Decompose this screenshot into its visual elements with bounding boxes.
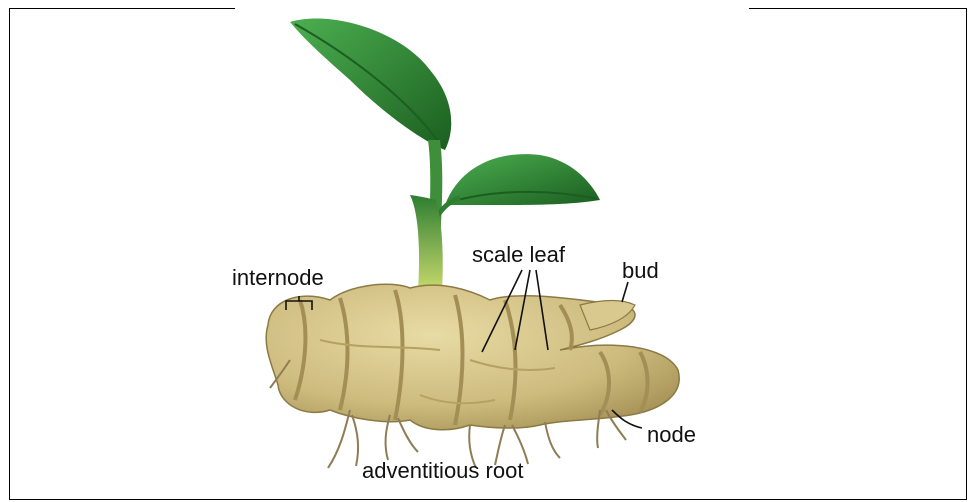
bud-pointer <box>622 282 628 302</box>
stem-sheath <box>410 195 443 290</box>
label-scale-leaf: scale leaf <box>472 242 566 267</box>
rhizome <box>266 284 679 430</box>
label-internode: internode <box>232 265 324 290</box>
upper-leaf <box>290 19 451 150</box>
label-bud: bud <box>622 258 659 283</box>
label-node: node <box>647 422 696 447</box>
label-adventitious-root: adventitious root <box>362 458 523 483</box>
